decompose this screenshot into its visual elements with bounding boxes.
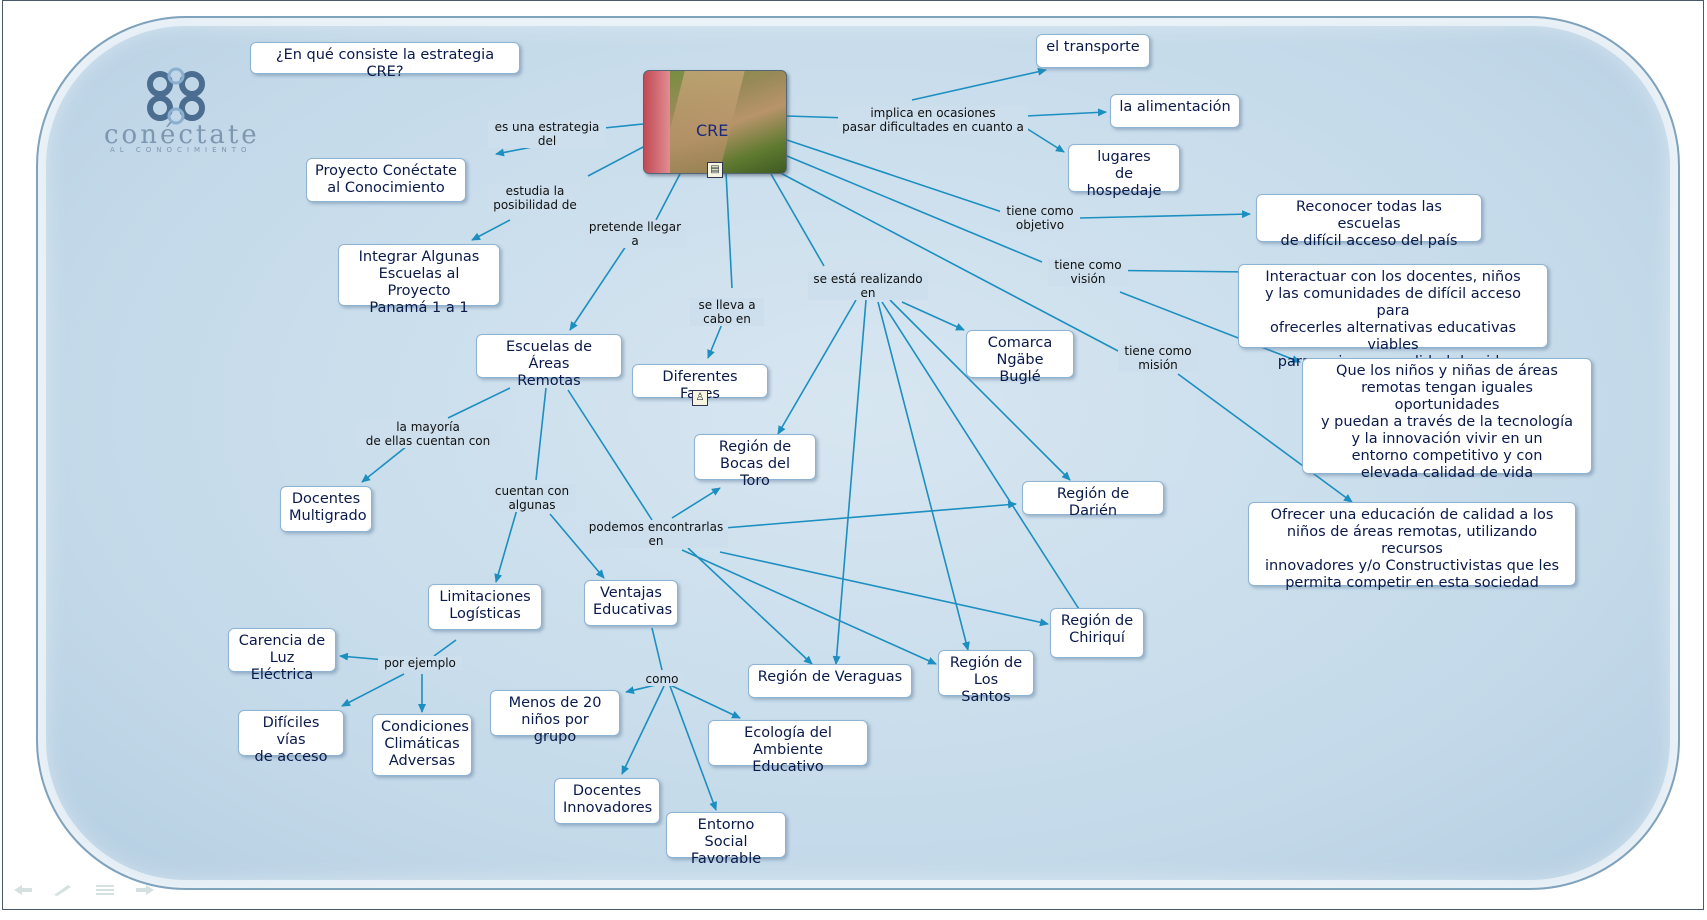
connector-line — [786, 139, 1003, 213]
link-estudia[interactable]: estudia la posibilidad de — [488, 184, 582, 212]
pen-icon[interactable] — [52, 882, 74, 896]
forward-arrow-icon[interactable] — [134, 882, 156, 896]
connector-line — [770, 167, 1121, 353]
link-cuentan[interactable]: cuentan con algunas — [488, 484, 576, 512]
connector-line — [719, 551, 1049, 627]
node-condiciones[interactable]: Condiciones Climáticas Adversas — [372, 714, 472, 776]
connector-line — [889, 299, 1071, 481]
connector-line — [1025, 127, 1065, 153]
node-transporte[interactable]: el transporte — [1036, 34, 1150, 68]
link-vision[interactable]: tiene como visión — [1048, 258, 1128, 286]
link-mayoria[interactable]: la mayoría de ellas cuentan con — [356, 420, 500, 448]
node-ecologia[interactable]: Ecología del Ambiente Educativo — [708, 720, 868, 775]
back-arrow-icon[interactable] — [12, 882, 34, 896]
connector-line — [535, 387, 547, 481]
link-se-esta[interactable]: se está realizando en — [808, 272, 928, 300]
node-darien[interactable]: Región de Darién — [1022, 481, 1164, 519]
resource-document-icon[interactable]: ▤ — [707, 162, 723, 178]
node-escuelas[interactable]: Escuelas de Áreas Remotas — [476, 334, 622, 389]
connector-line — [901, 301, 965, 331]
node-comarca[interactable]: Comarca Ngäbe Buglé — [966, 330, 1074, 385]
connector-line — [877, 301, 970, 651]
node-limitaciones[interactable]: Limitaciones Logísticas — [428, 584, 542, 630]
link-por-ejemplo[interactable]: por ejemplo — [378, 656, 462, 670]
node-dificiles[interactable]: Difíciles vías de acceso — [238, 710, 344, 765]
node-objetivo[interactable]: Reconocer todas las escuelas de difícil … — [1256, 194, 1482, 249]
node-integrar[interactable]: Integrar Algunas Escuelas al Proyecto Pa… — [338, 244, 500, 316]
connector-line — [655, 171, 682, 221]
link-pretende[interactable]: pretende llegar a — [584, 220, 686, 248]
connector-line — [786, 115, 849, 119]
node-veraguas[interactable]: Región de Veraguas — [748, 664, 912, 698]
connector-line — [1119, 291, 1301, 363]
conectate-logo: conéctate AL CONOCIMIENTO — [100, 62, 280, 154]
link-como[interactable]: como — [640, 672, 684, 686]
node-entorno[interactable]: Entorno Social Favorable — [666, 812, 786, 867]
cre-central-node[interactable]: CRE — [643, 70, 787, 174]
connector-line — [881, 301, 1087, 621]
connector-line — [1177, 373, 1353, 503]
link-se-lleva[interactable]: se lleva a cabo en — [690, 298, 764, 326]
connector-line — [494, 505, 519, 583]
connector-line — [587, 145, 646, 177]
connector-line — [471, 219, 511, 241]
car-image — [644, 71, 670, 173]
node-docentes-innovadores[interactable]: Docentes Innovadores — [554, 778, 660, 824]
connector-line — [651, 627, 663, 671]
logo-text: conéctate — [104, 120, 260, 150]
connector-line — [667, 683, 741, 719]
connector-line — [671, 487, 721, 519]
node-bocas[interactable]: Región de Bocas del Toro — [694, 434, 816, 489]
node-proyecto[interactable]: Proyecto Conéctate al Conocimiento — [306, 158, 466, 202]
connector-line — [725, 171, 733, 289]
menu-icon[interactable] — [94, 882, 116, 896]
connector-line — [832, 299, 867, 665]
resource-people-icon[interactable]: ♙ — [692, 390, 708, 406]
connector-line — [621, 685, 665, 775]
node-alimentacion[interactable]: la alimentación — [1110, 94, 1240, 128]
connector-line — [361, 441, 413, 483]
connector-line — [549, 513, 605, 579]
connector-line — [669, 685, 717, 811]
node-mision[interactable]: Ofrecer una educación de calidad a los n… — [1248, 502, 1576, 591]
question-node[interactable]: ¿En qué consiste la estrategia CRE? — [250, 42, 520, 80]
node-carencia[interactable]: Carencia de Luz Eléctrica — [228, 628, 336, 683]
link-implica[interactable]: implica en ocasiones pasar dificultades … — [838, 106, 1028, 134]
node-fases[interactable]: Diferentes Fases — [632, 364, 768, 402]
link-objetivo[interactable]: tiene como objetivo — [1000, 204, 1080, 232]
connector-line — [341, 673, 405, 707]
node-chiriqui[interactable]: Región de Chiriquí — [1050, 608, 1144, 658]
link-podemos[interactable]: podemos encontrarlas en — [584, 520, 728, 548]
connector-line — [687, 547, 813, 665]
connector-line — [603, 123, 644, 129]
node-vision-2[interactable]: Que los niños y niñas de áreas remotas t… — [1302, 358, 1592, 481]
node-menos20[interactable]: Menos de 20 niños por grupo — [490, 690, 620, 745]
connector-line — [567, 389, 653, 521]
connector-line — [681, 549, 937, 665]
connector-line — [569, 239, 631, 331]
connector-line — [447, 387, 511, 419]
connector-line — [707, 323, 723, 359]
connector-line — [786, 155, 1043, 263]
connector-line — [433, 639, 457, 657]
cre-label: CRE — [696, 121, 729, 140]
node-vision[interactable]: Interactuar con los docentes, niños y la… — [1238, 264, 1548, 370]
connector-line — [777, 299, 857, 435]
connector-line — [770, 173, 825, 267]
logo-tagline: AL CONOCIMIENTO — [110, 146, 252, 154]
node-docentes-multigrado[interactable]: Docentes Multigrado — [280, 486, 372, 532]
connector-line — [911, 67, 1047, 101]
node-ventajas[interactable]: Ventajas Educativas — [584, 580, 678, 626]
link-mision[interactable]: tiene como misión — [1118, 344, 1198, 372]
node-los-santos[interactable]: Región de Los Santos — [938, 650, 1034, 705]
connector-line — [1025, 108, 1107, 117]
node-hospedaje[interactable]: lugares de hospedaje — [1068, 144, 1180, 199]
connector-line — [723, 500, 1017, 529]
connector-line — [1079, 210, 1251, 219]
logo-icon — [147, 67, 205, 125]
link-es-una[interactable]: es una estrategia del — [488, 120, 606, 148]
